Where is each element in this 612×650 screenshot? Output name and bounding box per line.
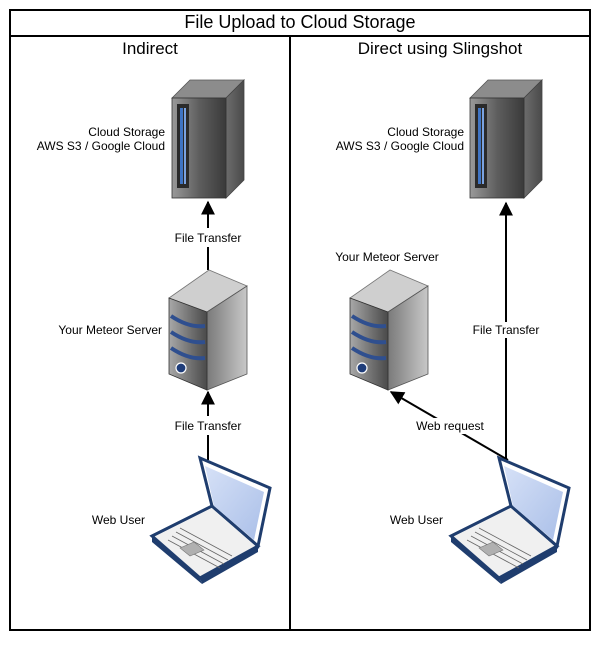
diagram-frame	[9, 9, 591, 631]
cloud-storage-rack-icon	[469, 79, 543, 199]
cloud-storage-provider-label: AWS S3 / Google Cloud	[37, 139, 165, 153]
web-user-label: Web User	[92, 513, 145, 527]
meteor-server-label: Your Meteor Server	[335, 250, 439, 264]
web-user-label: Web User	[390, 513, 443, 527]
label-backdrop	[470, 322, 542, 338]
column-direct: Direct using Slingshot Cloud Storage AWS…	[335, 39, 571, 586]
diagram-title: File Upload to Cloud Storage	[184, 12, 415, 32]
column-heading-indirect: Indirect	[122, 39, 178, 58]
meteor-server-tower-icon	[348, 268, 430, 392]
cloud-storage-provider-label: AWS S3 / Google Cloud	[336, 139, 464, 153]
column-heading-direct: Direct using Slingshot	[358, 39, 523, 58]
meteor-server-tower-icon	[167, 268, 249, 392]
laptop-icon	[150, 456, 272, 586]
meteor-server-label: Your Meteor Server	[58, 323, 162, 337]
cloud-storage-label: Cloud Storage	[88, 125, 165, 139]
file-transfer-label: File Transfer	[473, 323, 540, 337]
file-transfer-label-lower: File Transfer	[175, 419, 242, 433]
web-request-label: Web request	[416, 419, 484, 433]
cloud-storage-rack-icon	[171, 79, 245, 199]
laptop-icon	[449, 456, 571, 586]
cloud-storage-label: Cloud Storage	[387, 125, 464, 139]
column-indirect: Indirect Cloud Storage AWS S3 / Google C…	[37, 39, 272, 586]
label-backdrop	[414, 418, 488, 434]
file-transfer-label-upper: File Transfer	[175, 231, 242, 245]
